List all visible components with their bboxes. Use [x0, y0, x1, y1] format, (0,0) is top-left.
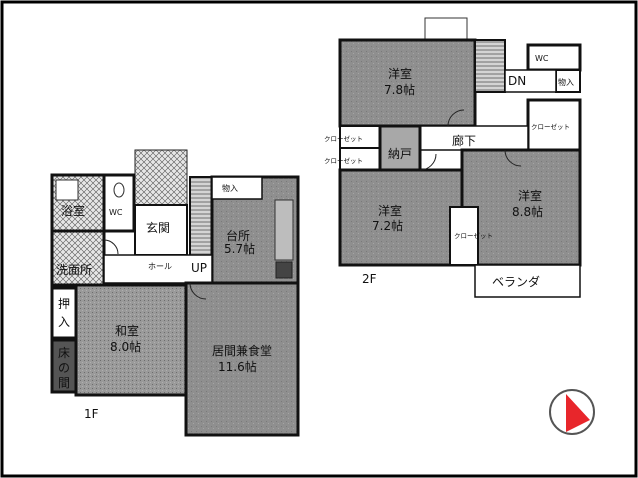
washitsu [74, 283, 188, 397]
entry-tile-area [134, 149, 188, 206]
bathtub [55, 179, 79, 201]
washroom-label: 洗面所 [56, 263, 92, 277]
floor-1-plan [50, 149, 300, 437]
western-room-c [460, 148, 582, 267]
oshiire [50, 286, 78, 340]
tokonoma-label-3: 間 [58, 376, 70, 390]
balcony-label: ベランダ [492, 274, 540, 289]
storage-label-2f: 物入 [558, 77, 574, 87]
stove [275, 261, 293, 279]
tokonoma-label-1: 床 [58, 346, 70, 360]
door-arc [103, 239, 119, 255]
door-arc [504, 149, 522, 167]
tokonoma [50, 338, 78, 394]
western-c-name-label: 洋室 [518, 188, 542, 203]
wc-label-1f: WC [109, 208, 123, 217]
hall [103, 254, 213, 284]
dn-label: DN [508, 74, 526, 88]
nando-label: 納戸 [388, 147, 412, 161]
living-size-label: 11.6帖 [218, 359, 257, 374]
door-arc [419, 153, 437, 171]
door-arc [447, 109, 465, 127]
western-room-b [338, 168, 464, 267]
western-a-name-label: 洋室 [388, 66, 412, 81]
closet-b-label: クローゼット [324, 134, 363, 143]
wc-room-2f [526, 43, 582, 72]
oshiire-label-2: 入 [58, 315, 70, 329]
balcony [474, 264, 581, 298]
floor-2-plan [338, 17, 582, 298]
closet-d-label: クローゼット [454, 231, 493, 240]
door-arc [189, 282, 207, 300]
north-compass-icon [549, 389, 595, 435]
kitchen-counter [274, 199, 294, 261]
oshiire-label-1: 押 [58, 297, 70, 311]
entrance-room [134, 204, 188, 256]
closet-c-label: クローゼット [324, 156, 363, 165]
top-window-balcony [424, 17, 468, 43]
corridor-label: 廊下 [452, 133, 476, 148]
washitsu-size-label: 8.0帖 [110, 339, 141, 354]
western-c-size-label: 8.8帖 [512, 204, 543, 219]
western-b-name-label: 洋室 [378, 203, 402, 218]
living-name-label: 居間兼食堂 [212, 343, 272, 358]
closet-d [449, 206, 479, 266]
kitchen-name-label: 台所 [226, 228, 250, 243]
closet-a [526, 98, 582, 152]
kitchen-storage-label: 物入 [222, 183, 238, 193]
hall-label: ホール [148, 262, 172, 271]
tokonoma-label-2: の [58, 361, 70, 375]
western-room-a [338, 38, 477, 128]
kitchen-storage [211, 176, 263, 200]
living-dining [184, 281, 300, 437]
entrance-label: 玄関 [146, 220, 170, 235]
western-b-size-label: 7.2帖 [372, 218, 403, 233]
toilet-1f [113, 182, 125, 198]
stairs-1f [189, 176, 213, 258]
washitsu-name-label: 和室 [115, 323, 139, 338]
bath-label: 浴室 [61, 203, 85, 218]
dn-landing [504, 69, 557, 93]
wc-label-2f: WC [535, 54, 549, 63]
western-a-size-label: 7.8帖 [384, 82, 415, 97]
floor-1-label: 1F [84, 407, 99, 421]
up-label: UP [191, 261, 207, 275]
kitchen-size-label: 5.7帖 [224, 241, 255, 256]
stairs-2f [474, 39, 506, 93]
closet-a-label: クローゼット [531, 122, 570, 131]
floor-2-label: 2F [362, 272, 377, 286]
